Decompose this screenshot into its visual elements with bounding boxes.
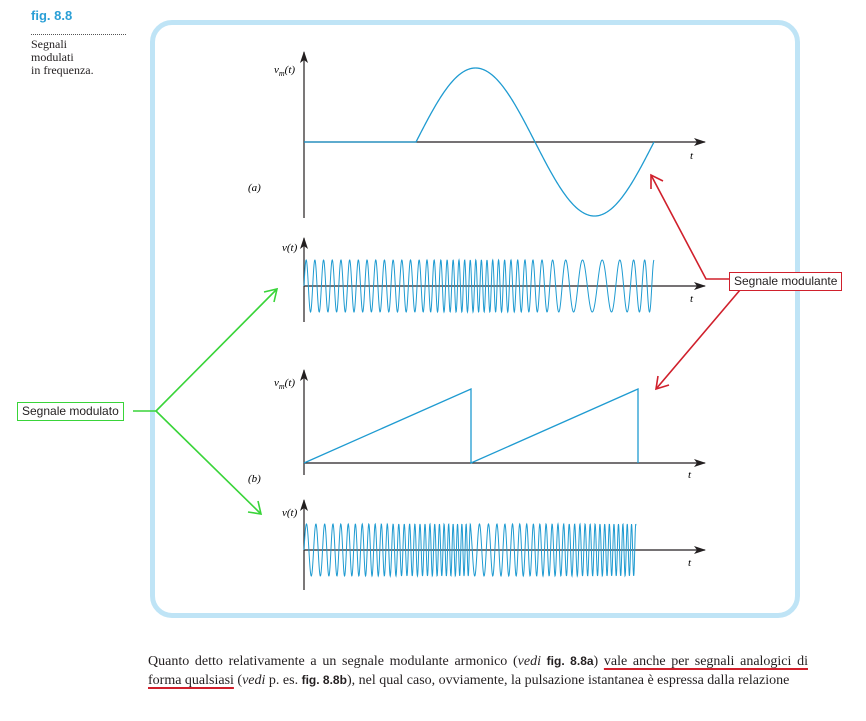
modulante-arrows xyxy=(650,173,741,391)
text-italic: vedi xyxy=(517,654,541,669)
t-axis-label: t xyxy=(690,150,694,162)
text-run: ), nel qual caso, ovviamente, la pulsazi… xyxy=(346,673,790,688)
panel-a-label: (a) xyxy=(248,182,261,194)
t-axis-label: t xyxy=(688,469,692,481)
figure-reference: fig. 8.8b xyxy=(301,673,347,687)
green-arrow-lower xyxy=(155,410,262,515)
text-run: Quanto detto relativamente a un segnale … xyxy=(148,654,518,669)
underlined-phrase: vale anche per segnali analogici di form… xyxy=(148,654,808,688)
v-axis-label: v(t) xyxy=(282,507,298,519)
panel-b-modulating: vm(t) t (b) xyxy=(248,369,706,485)
v-axis-label: v(t) xyxy=(282,242,298,254)
modulating-sine-curve xyxy=(304,67,655,217)
vm-axis-label: vm(t) xyxy=(274,64,295,78)
text-italic: vedi xyxy=(242,673,266,688)
callout-modulated-signal: Segnale modulato xyxy=(17,402,124,421)
red-arrowhead-lower xyxy=(655,375,670,391)
green-arrow-upper xyxy=(155,288,278,412)
fm-signal-curve xyxy=(303,522,637,578)
figure-frame xyxy=(150,20,800,618)
red-arrowhead-upper xyxy=(650,173,664,189)
caption-line: in frequenza. xyxy=(31,63,94,77)
text-run: ) xyxy=(593,654,604,669)
t-axis-label: t xyxy=(688,557,692,569)
modulato-arrows xyxy=(133,287,279,515)
text-run: ( xyxy=(233,673,243,688)
text-run: p. es. xyxy=(265,673,302,688)
figure-plots: vm(t) t (a) v(t) t vm(t) t (b) v(t) t xyxy=(133,51,741,590)
green-arrowhead-upper xyxy=(263,287,279,303)
figure-caption: Segnali modulati in frequenza. xyxy=(31,38,131,77)
green-arrowhead-lower xyxy=(247,500,263,515)
caption-line: modulati xyxy=(31,50,74,64)
body-paragraph: Quanto detto relativamente a un segnale … xyxy=(148,652,808,690)
panel-b-modulated: v(t) t xyxy=(282,499,706,590)
red-arrow-lower xyxy=(655,289,741,390)
caption-line: Segnali xyxy=(31,37,67,51)
caption-divider xyxy=(31,34,126,35)
fm-signal-curve xyxy=(303,258,655,314)
panel-a-modulating: vm(t) t (a) xyxy=(248,51,706,218)
panel-a-modulated: v(t) t xyxy=(282,237,706,322)
panel-b-label: (b) xyxy=(248,473,261,485)
figure-reference: fig. 8.8a xyxy=(546,654,594,668)
figure-number: fig. 8.8 xyxy=(31,8,73,23)
red-arrow-upper xyxy=(650,174,729,280)
t-axis-label: t xyxy=(690,293,694,305)
callout-modulating-signal: Segnale modulante xyxy=(729,272,843,291)
paragraph: Quanto detto relativamente a un segnale … xyxy=(148,652,808,690)
sawtooth-curve xyxy=(303,388,639,464)
vm-axis-label: vm(t) xyxy=(274,377,295,391)
